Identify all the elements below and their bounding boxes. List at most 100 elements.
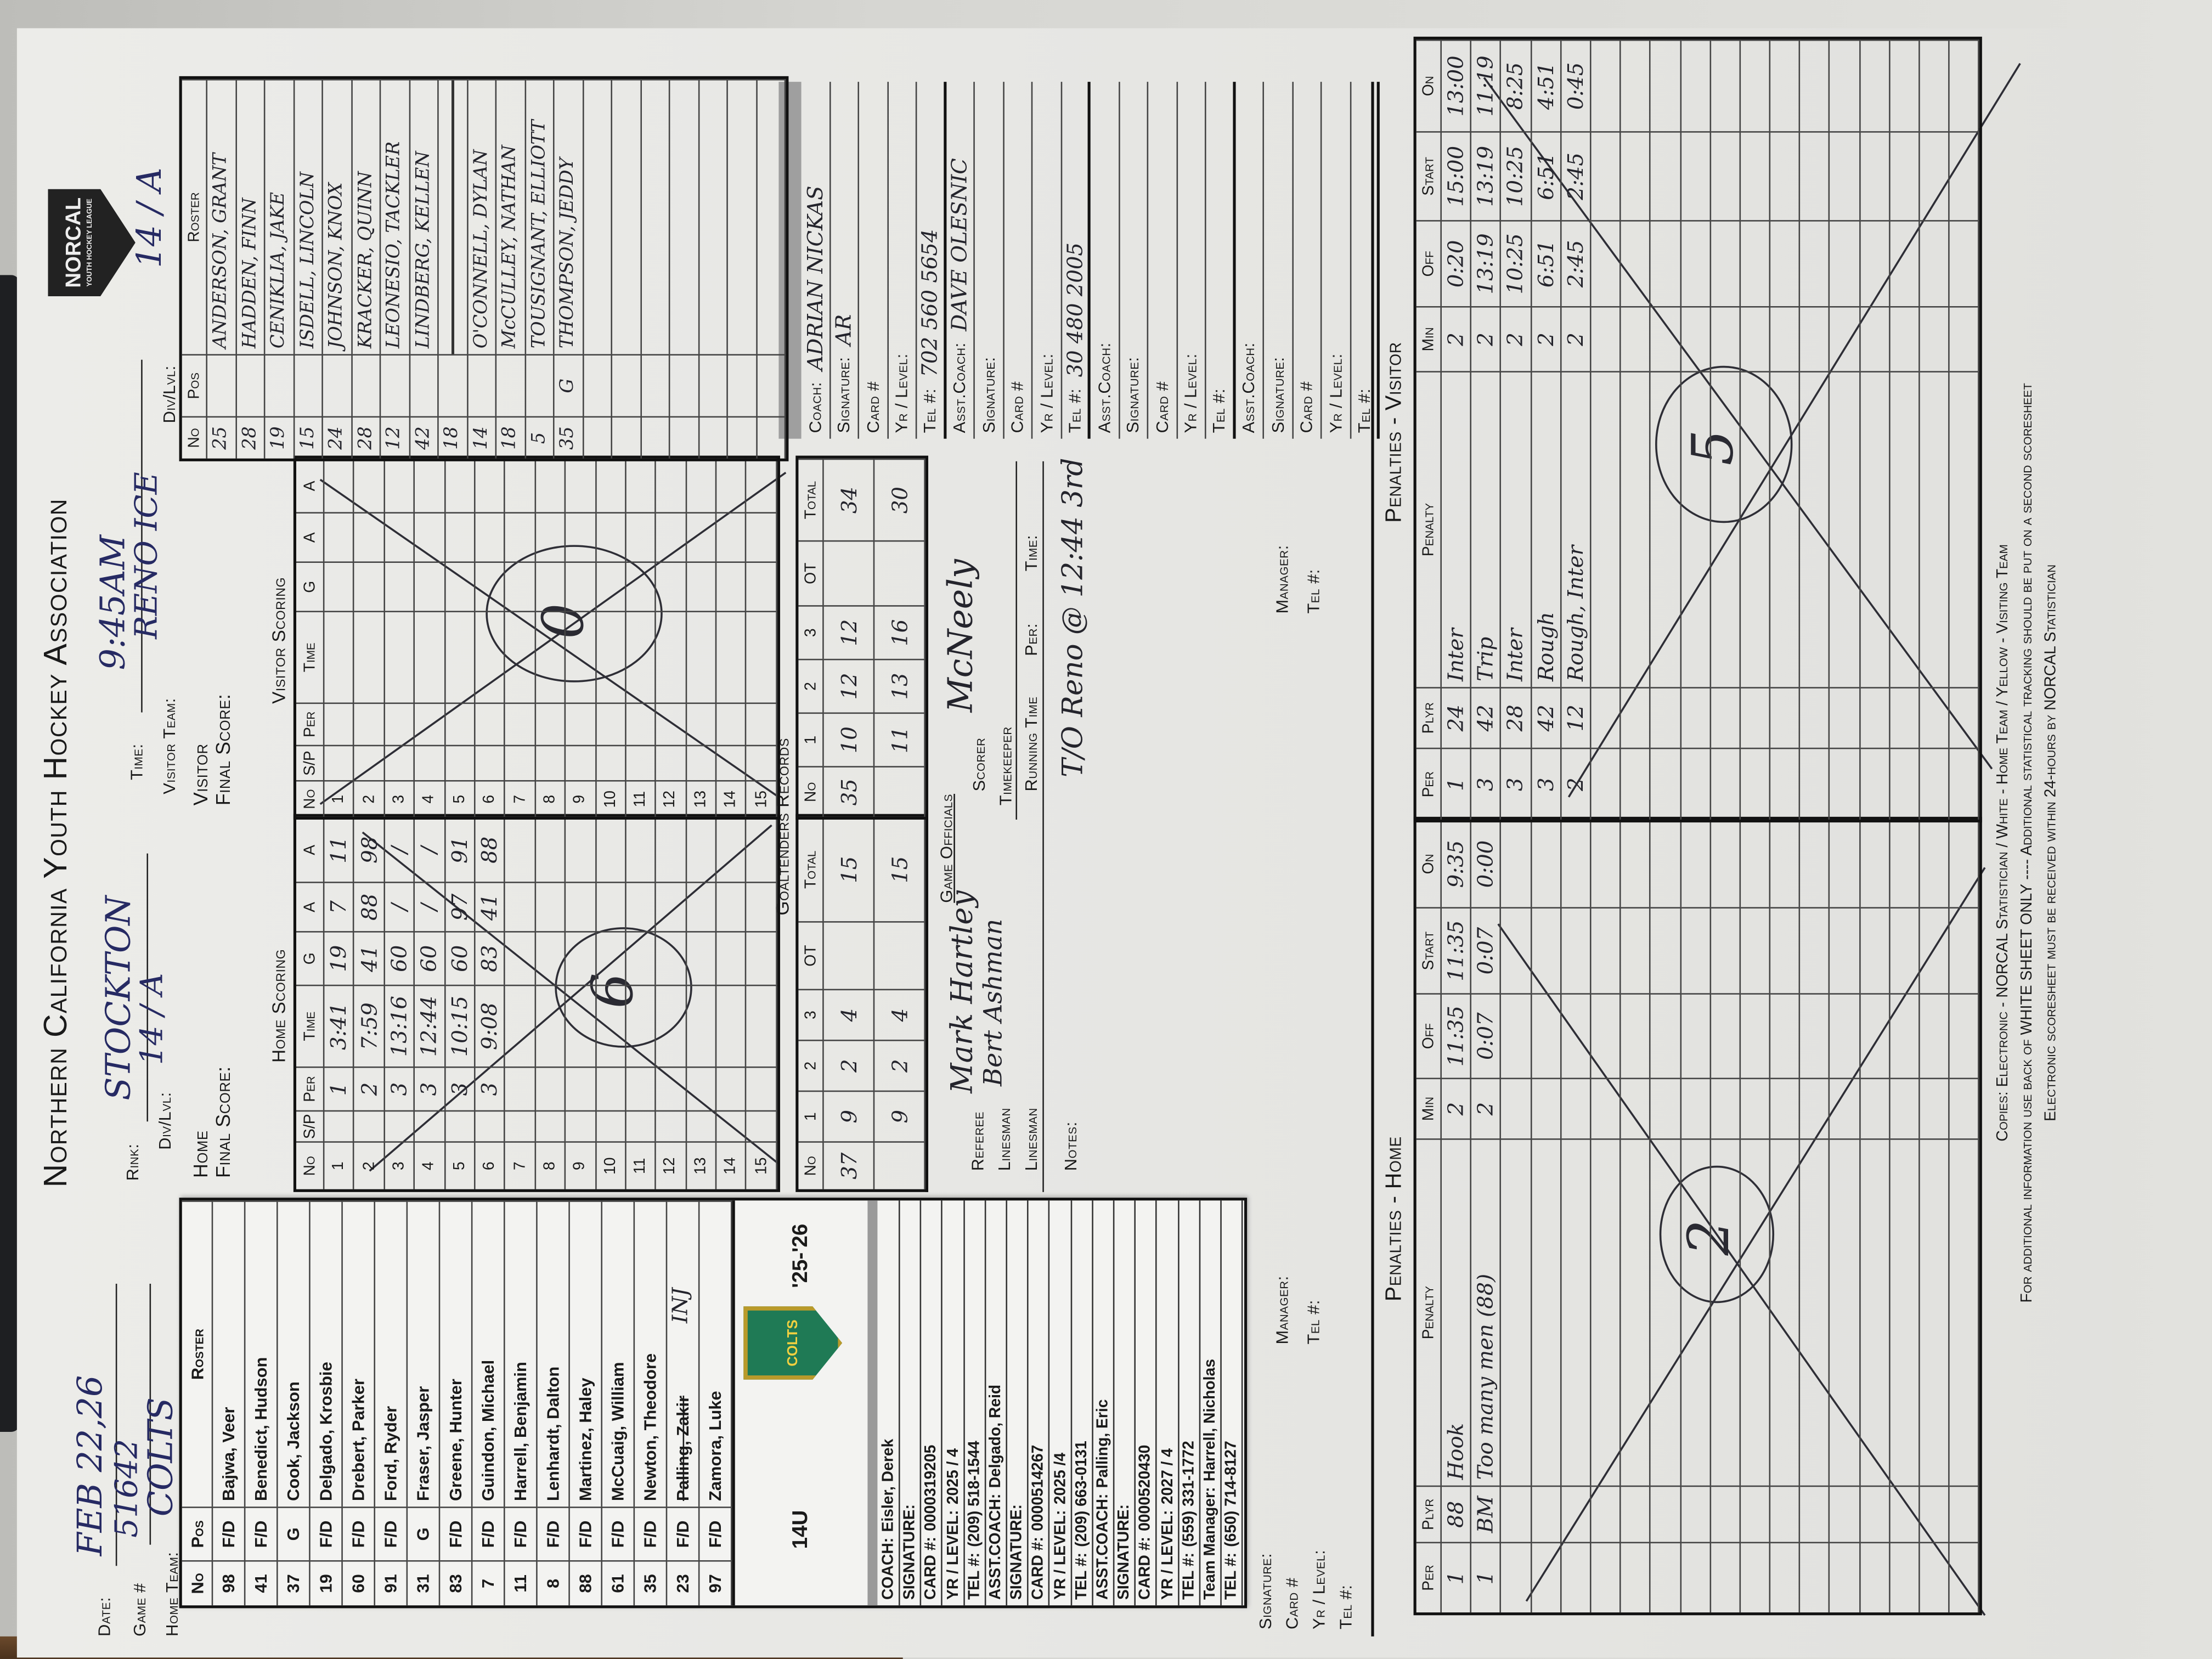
visitor-penalty-plyr[interactable]: 28 bbox=[1501, 687, 1532, 748]
visitor-scoring-assist[interactable] bbox=[747, 512, 777, 562]
home-scoring-goal[interactable] bbox=[566, 931, 596, 985]
visitor-roster-position[interactable] bbox=[236, 354, 266, 416]
visitor-scoring-period[interactable] bbox=[535, 702, 566, 745]
visitor-scoring-assist2[interactable] bbox=[686, 458, 717, 512]
home-scoring-assist2[interactable] bbox=[566, 816, 596, 882]
home-scoring-assist2[interactable] bbox=[505, 816, 536, 882]
visitor-penalty-per[interactable]: 3 bbox=[1501, 747, 1532, 820]
visitor-scoring-goal[interactable] bbox=[566, 561, 596, 611]
date-field[interactable]: FEB 22,26 bbox=[70, 1375, 110, 1556]
home-goalie-p1[interactable]: 9 bbox=[823, 1090, 875, 1142]
visitor-scoring-assist2[interactable] bbox=[747, 458, 777, 512]
visitor-roster-position[interactable] bbox=[496, 354, 526, 416]
visitor-penalty-start[interactable]: 10:25 bbox=[1501, 131, 1532, 221]
visitor-scoring-assist[interactable] bbox=[415, 512, 445, 562]
visitor-scoring-goal[interactable] bbox=[324, 561, 355, 611]
visitor-scoring-goal[interactable] bbox=[354, 561, 385, 611]
visitor-roster-position[interactable] bbox=[265, 354, 295, 416]
visitor-scoring-period[interactable] bbox=[324, 702, 355, 745]
visitor-scoring-assist2[interactable] bbox=[626, 458, 657, 512]
home-scoring-period[interactable]: 2 bbox=[354, 1066, 385, 1110]
home-scoring-period[interactable] bbox=[656, 1066, 687, 1110]
home-scoring-assist[interactable] bbox=[505, 882, 536, 932]
visitor-scoring-assist[interactable] bbox=[626, 512, 657, 562]
visitor-roster-number[interactable]: 28 bbox=[236, 416, 266, 459]
visitor-roster-name[interactable]: KRACKER, QUINN bbox=[352, 78, 381, 354]
visitor-penalty-off[interactable]: 13:19 bbox=[1471, 220, 1502, 306]
visitor-scoring-assist2[interactable] bbox=[596, 458, 627, 512]
visitor-scoring-time[interactable] bbox=[445, 611, 476, 703]
home-scoring-sp[interactable] bbox=[656, 1110, 687, 1142]
home-scoring-assist2[interactable]: / bbox=[385, 816, 415, 882]
home-scoring-assist2[interactable]: / bbox=[415, 816, 445, 882]
staff-value[interactable]: 30 480 2005 bbox=[1062, 242, 1087, 377]
visitor-penalty-penalty[interactable]: Inter bbox=[1501, 371, 1532, 687]
home-scoring-sp[interactable] bbox=[354, 1110, 385, 1142]
visitor-penalty-penalty[interactable]: Rough bbox=[1531, 371, 1561, 687]
home-scoring-assist2[interactable] bbox=[686, 816, 717, 882]
home-scoring-assist2[interactable]: 91 bbox=[445, 816, 476, 882]
visitor-penalty-min[interactable]: 2 bbox=[1501, 306, 1532, 371]
home-scoring-assist[interactable] bbox=[626, 882, 657, 932]
visitor-scoring-goal[interactable] bbox=[385, 561, 415, 611]
visitor-scoring-period[interactable] bbox=[354, 702, 385, 745]
visitor-scoring-goal[interactable] bbox=[686, 561, 717, 611]
visitor-scoring-assist[interactable] bbox=[566, 512, 596, 562]
visitor-scoring-time[interactable] bbox=[354, 611, 385, 703]
visitor-roster-number[interactable]: 25 bbox=[207, 416, 236, 459]
staff-value[interactable]: 0000319205 bbox=[923, 1444, 940, 1531]
home-scoring-period[interactable]: 3 bbox=[475, 1066, 506, 1110]
home-scoring-sp[interactable] bbox=[415, 1110, 445, 1142]
visitor-goalie-p3[interactable]: 12 bbox=[823, 605, 875, 659]
home-scoring-goal[interactable] bbox=[747, 931, 777, 985]
home-scoring-goal[interactable]: 83 bbox=[475, 931, 506, 985]
visitor-scoring-time[interactable] bbox=[596, 611, 627, 703]
rink-field[interactable]: STOCKTON bbox=[98, 895, 138, 1101]
home-scoring-time[interactable] bbox=[716, 984, 747, 1066]
staff-value[interactable]: 2027 / 4 bbox=[1159, 1448, 1176, 1505]
home-scoring-time[interactable]: 9:08 bbox=[475, 984, 506, 1066]
staff-value[interactable]: AR bbox=[831, 314, 857, 346]
visitor-roster-position[interactable] bbox=[294, 354, 323, 416]
visitor-roster-position[interactable] bbox=[409, 354, 439, 416]
visitor-scoring-assist[interactable] bbox=[505, 512, 536, 562]
referee-signature[interactable]: Mark Hartley bbox=[945, 890, 979, 1093]
home-scoring-period[interactable]: 1 bbox=[324, 1066, 355, 1110]
visitor-penalty-start[interactable]: 15:00 bbox=[1441, 131, 1472, 221]
home-scoring-assist2[interactable] bbox=[596, 816, 627, 882]
home-scoring-period[interactable] bbox=[566, 1066, 596, 1110]
visitor-roster-number[interactable]: 28 bbox=[352, 416, 381, 459]
home-goalie-p1[interactable]: 9 bbox=[874, 1090, 926, 1142]
visitor-roster-position[interactable] bbox=[467, 354, 497, 416]
home-penalty-start[interactable]: 11:35 bbox=[1441, 907, 1472, 994]
home-scoring-time[interactable] bbox=[656, 984, 687, 1066]
visitor-scoring-assist2[interactable] bbox=[324, 458, 355, 512]
staff-value[interactable]: Palling, Eric bbox=[1094, 1399, 1112, 1488]
home-scoring-period[interactable] bbox=[505, 1066, 536, 1110]
visitor-goalie-ot[interactable] bbox=[823, 540, 875, 606]
home-scoring-time[interactable] bbox=[596, 984, 627, 1066]
home-scoring-period[interactable]: 3 bbox=[445, 1066, 476, 1110]
home-scoring-period[interactable] bbox=[716, 1066, 747, 1110]
visitor-scoring-goal[interactable] bbox=[716, 561, 747, 611]
visitor-goalie-total[interactable]: 30 bbox=[874, 458, 926, 540]
visitor-scoring-time[interactable] bbox=[686, 611, 717, 703]
home-scoring-goal[interactable]: 60 bbox=[385, 931, 415, 985]
visitor-penalty-plyr[interactable]: 42 bbox=[1471, 687, 1502, 748]
home-scoring-period[interactable]: 3 bbox=[385, 1066, 415, 1110]
visitor-penalty-penalty[interactable]: Inter bbox=[1441, 371, 1472, 687]
home-scoring-sp[interactable] bbox=[324, 1110, 355, 1142]
visitor-scoring-sp[interactable] bbox=[656, 744, 687, 780]
game-number-field[interactable]: 51642 bbox=[110, 1438, 145, 1538]
visitor-goalie-number[interactable]: 35 bbox=[823, 766, 875, 817]
home-scoring-period[interactable] bbox=[686, 1066, 717, 1110]
home-scoring-assist[interactable] bbox=[535, 882, 566, 932]
visitor-scoring-time[interactable] bbox=[716, 611, 747, 703]
visitor-scoring-sp[interactable] bbox=[505, 744, 536, 780]
visitor-roster-name[interactable]: McCULLEY, NATHAN bbox=[496, 78, 526, 354]
home-scoring-sp[interactable] bbox=[626, 1110, 657, 1142]
home-scoring-time[interactable] bbox=[626, 984, 657, 1066]
home-scoring-assist[interactable] bbox=[716, 882, 747, 932]
visitor-roster-number[interactable]: 24 bbox=[323, 416, 352, 459]
visitor-scoring-assist2[interactable] bbox=[445, 458, 476, 512]
